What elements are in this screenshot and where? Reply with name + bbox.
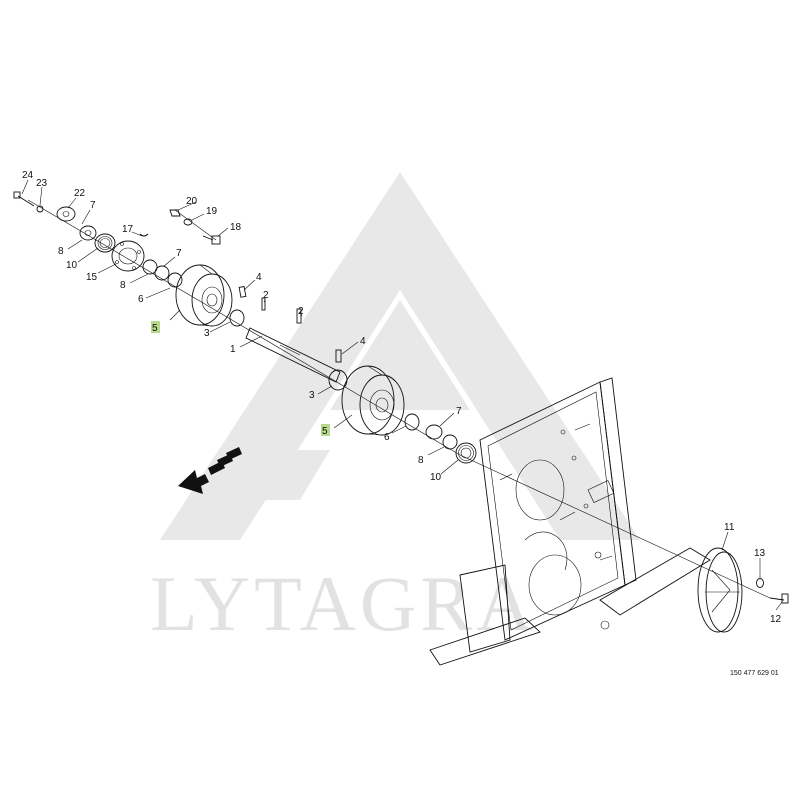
- hub-assembly-lower: [328, 365, 477, 464]
- disc-part-11: [697, 547, 743, 633]
- pin-part-2-upper: [261, 297, 266, 311]
- spacer-part-6-upper: [167, 272, 183, 288]
- hub-assembly-upper: [13, 191, 266, 327]
- grease-nipple-part-4-lower: [335, 349, 342, 363]
- callout-7-c: 7: [456, 406, 462, 417]
- callout-15: 15: [86, 272, 98, 283]
- callout-10-a: 10: [66, 260, 78, 271]
- callout-2-b: 2: [298, 306, 304, 317]
- nut-part-23: [36, 205, 44, 213]
- grease-nipple-part-4-upper: [238, 286, 247, 298]
- leader-lines: [21, 179, 783, 611]
- wheel-part-5-upper: [175, 264, 233, 327]
- drawing-reference-number: 150 477 629 01: [730, 670, 779, 677]
- washer-part-7-upper: [79, 225, 97, 241]
- callout-24: 24: [22, 170, 34, 181]
- bearing-part-10-lower: [455, 442, 477, 464]
- pin-part-2-lower: [296, 308, 302, 324]
- callout-8-b: 8: [120, 280, 126, 291]
- callout-10-b: 10: [430, 472, 442, 483]
- frame-plate: [429, 377, 711, 666]
- callout-19: 19: [206, 206, 218, 217]
- callout-11: 11: [724, 522, 735, 533]
- callout-6-b: 6: [384, 432, 390, 443]
- callout-7-a: 7: [90, 200, 96, 211]
- callout-labels: 24 23 22 7 8 10 17 15 8 7 6 5 20 19 18 4…: [22, 170, 782, 625]
- callout-8-a: 8: [58, 246, 64, 257]
- washer-part-13: [756, 578, 764, 588]
- spacer-part-3-upper: [229, 309, 245, 327]
- callout-20: 20: [186, 196, 198, 207]
- bolt-part-18: [202, 235, 221, 245]
- direction-arrow-icon: [178, 447, 242, 494]
- callout-2-a: 2: [263, 290, 269, 301]
- callout-12: 12: [770, 614, 782, 625]
- washer-part-22: [56, 206, 76, 222]
- callout-8-c: 8: [418, 455, 424, 466]
- callout-23: 23: [36, 178, 48, 189]
- bearing-part-10-upper: [94, 233, 116, 253]
- callout-3-b: 3: [309, 390, 315, 401]
- shaft-part-1: [245, 308, 342, 383]
- callout-6-a: 6: [138, 294, 144, 305]
- wheel-part-5-lower: [341, 365, 405, 436]
- ring-part-8-lower: [442, 434, 458, 450]
- washer-part-19: [183, 218, 193, 226]
- watermark-logo: [160, 172, 640, 540]
- ring-part-7-upper: [154, 265, 170, 281]
- highlight-box-part-5-lower: [321, 424, 330, 436]
- washer-part-7-lower: [425, 424, 443, 440]
- ring-part-8-upper: [142, 259, 158, 275]
- callout-22: 22: [74, 188, 86, 199]
- clip-part-17: [139, 233, 149, 237]
- callout-7-b: 7: [176, 248, 182, 259]
- callout-17: 17: [122, 224, 134, 235]
- callout-18: 18: [230, 222, 242, 233]
- highlight-box-part-5-upper: [151, 321, 160, 333]
- callout-5-b: 5: [322, 426, 328, 437]
- callout-4-b: 4: [360, 336, 366, 347]
- spacer-part-6-lower: [404, 413, 420, 431]
- callout-3-a: 3: [204, 328, 210, 339]
- watermark-text: LYTAGRA: [150, 560, 537, 647]
- bolt-part-12: [769, 593, 789, 604]
- callout-5-a: 5: [152, 323, 158, 334]
- bolt-part-24: [13, 191, 35, 207]
- callout-13: 13: [754, 548, 766, 559]
- bolt-part-20: [169, 209, 181, 217]
- callout-1: 1: [230, 344, 236, 355]
- flange-part-15: [111, 240, 145, 272]
- callout-4-a: 4: [256, 272, 262, 283]
